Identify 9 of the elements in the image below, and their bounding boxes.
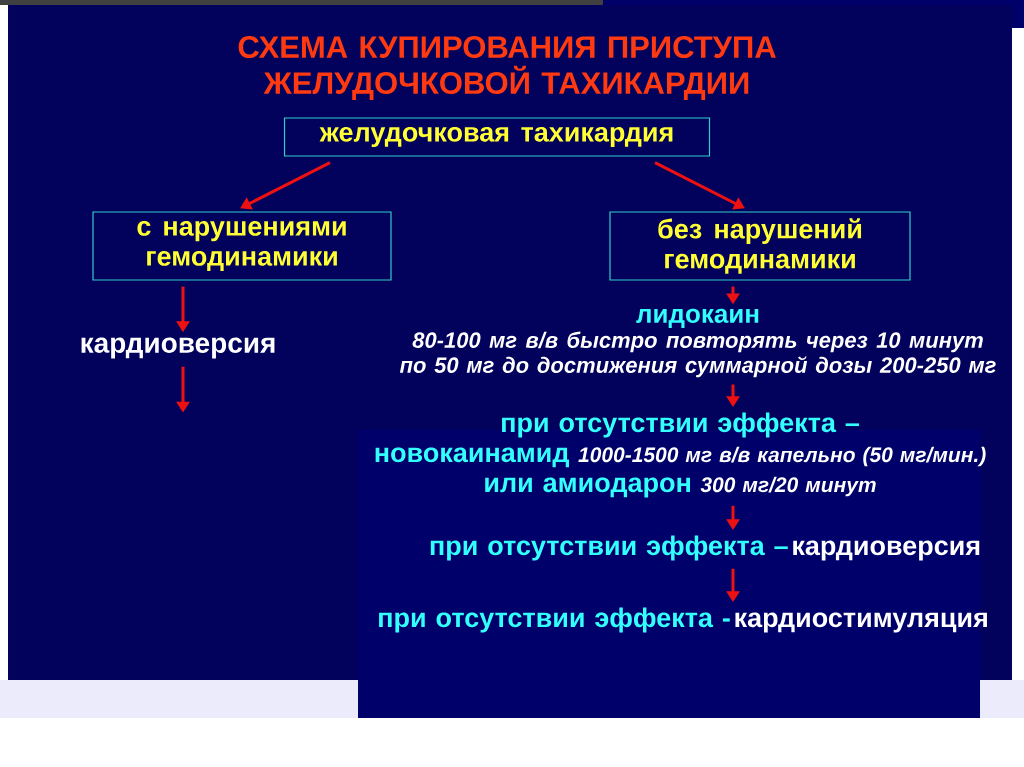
text-box: желудочковая тахикардия [283, 117, 711, 157]
step-text: лидокаин 80-100 мг в/в быстро повторять через 10 минут по 50 мг до достижения суммарной дозы 200-250 мг [399, 308, 996, 378]
text-box: без нарушений гемодинамики [609, 211, 911, 281]
step-text: при отсутствии эффекта - кардиостимуляция [379, 607, 987, 633]
title: СХЕМА КУПИРОВАНИЯ ПРИСТУПА ЖЕЛУДОЧКОВОЙ ТАХИКАРДИИ [238, 36, 776, 100]
text-box: с нарушениями гемодинамики [92, 211, 392, 281]
step-text: при отсутствии эффекта – кардиоверсия [430, 535, 980, 561]
step-text: кардиоверсия [81, 337, 275, 359]
step-text: при отсутствии эффекта – новокаинамид 1000-1500 мг в/в капельно (50 мг/мин.) или амиодарон 300 мг/20 минут [375, 412, 986, 498]
